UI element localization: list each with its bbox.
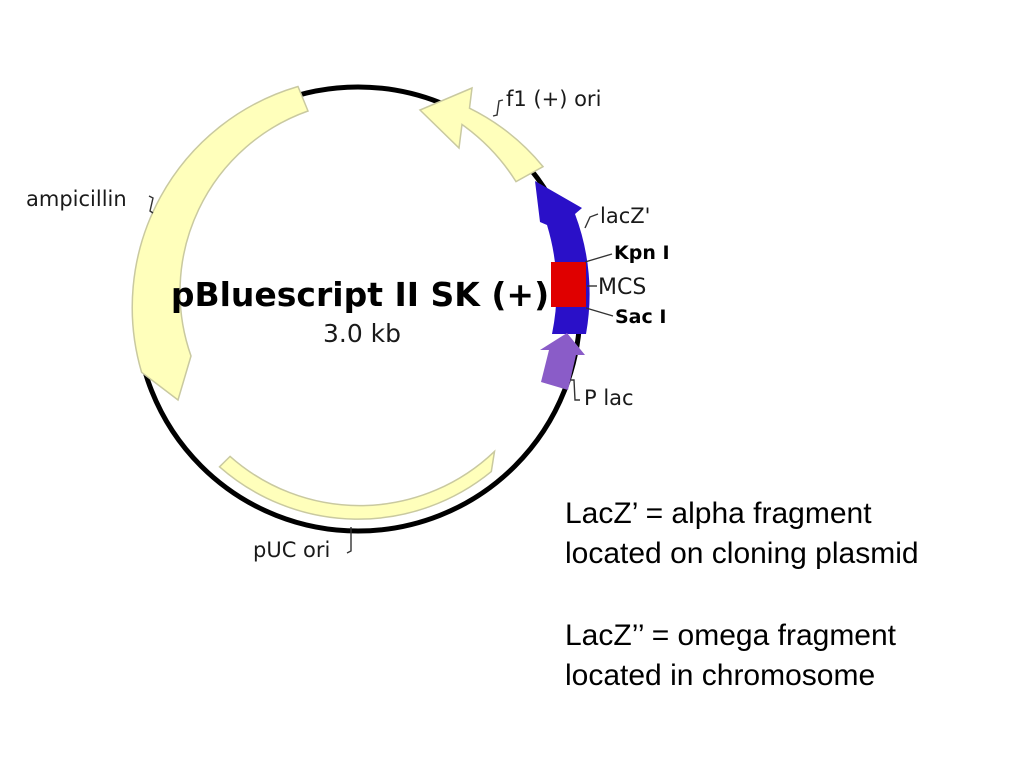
sac-leader xyxy=(585,307,614,317)
f1-ori-leader xyxy=(492,99,504,117)
lacz-notes: LacZ’ = alpha fragment located on clonin… xyxy=(565,494,1005,696)
sac-label: Sac I xyxy=(615,306,666,328)
kpn-leader xyxy=(584,253,613,263)
omega-location-line: located in chromosome xyxy=(565,659,876,692)
plac-leader xyxy=(571,379,580,401)
lacz-leader xyxy=(584,213,599,229)
f1-ori-label: f1 (+) ori xyxy=(506,87,601,111)
mcs-block xyxy=(551,262,586,307)
ampicillin-leader xyxy=(148,195,154,214)
mcs-label: MCS xyxy=(598,275,646,300)
plac-label: P lac xyxy=(584,386,634,410)
kpn-label: Kpn I xyxy=(614,242,670,264)
plac-arrow xyxy=(540,333,585,390)
omega-fragment-line: LacZ’’ = omega fragment xyxy=(565,619,897,652)
lacz-label: lacZ' xyxy=(600,204,650,228)
plasmid-size: 3.0 kb xyxy=(323,319,401,348)
alpha-fragment-line: LacZ’ = alpha fragment xyxy=(565,497,872,530)
puc-ori-segment xyxy=(218,449,496,520)
notes-spacer xyxy=(565,574,1005,616)
puc-ori-label: pUC ori xyxy=(253,538,330,562)
plasmid-name: pBluescript II SK (+) xyxy=(171,275,549,314)
alpha-location-line: located on cloning plasmid xyxy=(565,537,919,570)
f1-ori-arrow xyxy=(418,86,545,183)
ampicillin-label: ampicillin xyxy=(26,187,127,211)
puc-ori-leader xyxy=(346,527,352,554)
ampicillin-arrow xyxy=(131,85,309,402)
